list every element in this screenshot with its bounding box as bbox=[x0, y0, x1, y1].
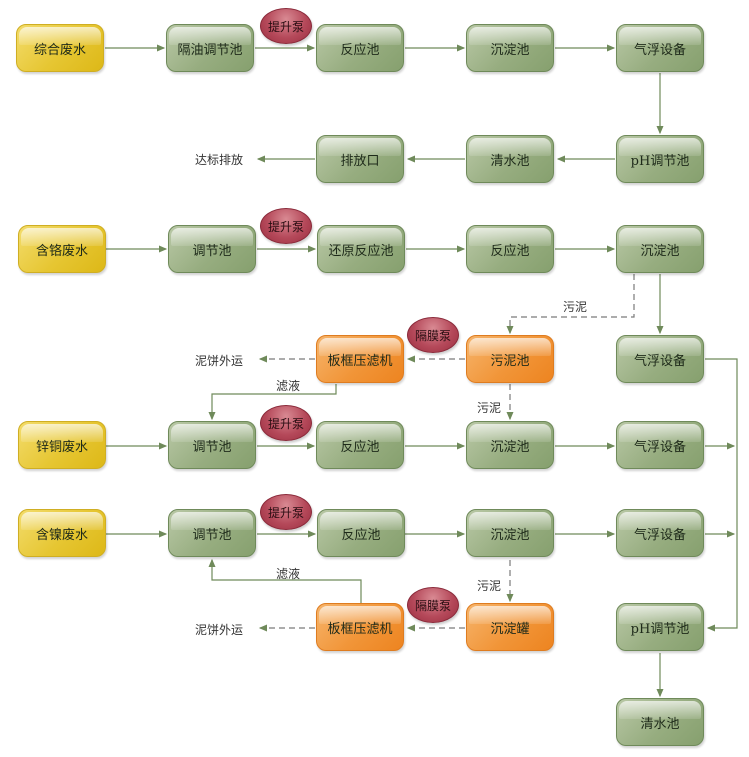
node-equalization-tank: 调节池 bbox=[168, 225, 256, 273]
node-label: 锌铜废水 bbox=[35, 439, 88, 455]
node-label: 沉淀池 bbox=[490, 527, 530, 543]
diaphragm-pump: 隔膜泵 bbox=[407, 317, 459, 353]
node-label: 调节池 bbox=[192, 243, 232, 259]
lift-pump: 提升泵 bbox=[260, 8, 312, 44]
node-label: 沉淀池 bbox=[640, 243, 680, 259]
node-label: 气浮设备 bbox=[633, 527, 686, 543]
node-label: 反应池 bbox=[341, 527, 381, 543]
node-reaction-tank: 反应池 bbox=[316, 24, 404, 72]
node-reaction-tank: 反应池 bbox=[316, 421, 404, 469]
node-clear-water-tank: 清水池 bbox=[616, 698, 704, 746]
node-clear-water-tank: 清水池 bbox=[466, 135, 554, 183]
node-equalization-tank: 调节池 bbox=[168, 421, 256, 469]
node-reaction-tank: 反应池 bbox=[466, 225, 554, 273]
node-label: 沉淀池 bbox=[490, 439, 530, 455]
label-sludge: 污泥 bbox=[563, 300, 588, 314]
node-air-flotation: 气浮设备 bbox=[616, 24, 704, 72]
node-sludge-tank: 污泥池 bbox=[466, 335, 554, 383]
node-reduction-tank: 还原反应池 bbox=[317, 225, 405, 273]
node-label: 反应池 bbox=[340, 439, 380, 455]
node-air-flotation: 气浮设备 bbox=[616, 421, 704, 469]
lift-pump: 提升泵 bbox=[260, 494, 312, 530]
node-label: 清水池 bbox=[490, 153, 530, 169]
node-label: pH调节池 bbox=[630, 153, 690, 169]
label-sludge-cake-export: 泥饼外运 bbox=[195, 623, 244, 637]
node-label: 板框压滤机 bbox=[327, 621, 393, 637]
node-label: 含铬废水 bbox=[35, 243, 88, 259]
node-filter-press: 板框压滤机 bbox=[316, 335, 404, 383]
node-filter-press: 板框压滤机 bbox=[316, 603, 404, 651]
source-mixed-wastewater: 综合废水 bbox=[16, 24, 104, 72]
node-label: 隔油调节池 bbox=[177, 42, 243, 58]
pump-label: 提升泵 bbox=[267, 19, 304, 34]
node-air-flotation: 气浮设备 bbox=[616, 509, 704, 557]
node-label: 污泥池 bbox=[490, 353, 530, 369]
node-label: 沉淀池 bbox=[490, 42, 530, 58]
node-label: 气浮设备 bbox=[633, 439, 686, 455]
node-label: 还原反应池 bbox=[328, 243, 394, 259]
node-sedimentation-tank: 沉淀池 bbox=[466, 24, 554, 72]
node-label: 板框压滤机 bbox=[327, 353, 393, 369]
pump-label: 提升泵 bbox=[267, 416, 304, 431]
lift-pump: 提升泵 bbox=[260, 405, 312, 441]
pump-label: 提升泵 bbox=[267, 219, 304, 234]
node-settling-tank: 沉淀罐 bbox=[466, 603, 554, 651]
node-oil-separation-tank: 隔油调节池 bbox=[166, 24, 254, 72]
label-filtrate: 滤液 bbox=[276, 379, 301, 393]
node-reaction-tank: 反应池 bbox=[317, 509, 405, 557]
node-sedimentation-tank: 沉淀池 bbox=[616, 225, 704, 273]
label-sludge: 污泥 bbox=[477, 579, 502, 593]
pump-label: 提升泵 bbox=[267, 505, 304, 520]
pump-label: 隔膜泵 bbox=[414, 598, 451, 613]
source-zinc-copper-wastewater: 锌铜废水 bbox=[18, 421, 106, 469]
node-discharge-outlet: 排放口 bbox=[316, 135, 404, 183]
node-label: 反应池 bbox=[340, 42, 380, 58]
node-label: 气浮设备 bbox=[633, 353, 686, 369]
node-label: 调节池 bbox=[192, 439, 232, 455]
node-air-flotation: 气浮设备 bbox=[616, 335, 704, 383]
source-chromium-wastewater: 含铬废水 bbox=[18, 225, 106, 273]
node-sedimentation-tank: 沉淀池 bbox=[466, 509, 554, 557]
node-label: pH调节池 bbox=[630, 621, 690, 637]
node-sedimentation-tank: 沉淀池 bbox=[466, 421, 554, 469]
node-label: 反应池 bbox=[490, 243, 530, 259]
node-equalization-tank: 调节池 bbox=[168, 509, 256, 557]
label-sludge-cake-export: 泥饼外运 bbox=[195, 354, 244, 368]
pump-label: 隔膜泵 bbox=[414, 328, 451, 343]
source-nickel-wastewater: 含镍废水 bbox=[18, 509, 106, 557]
node-label: 气浮设备 bbox=[633, 42, 686, 58]
label-filtrate: 滤液 bbox=[276, 567, 301, 581]
node-ph-adjust-tank: pH调节池 bbox=[616, 135, 704, 183]
lift-pump: 提升泵 bbox=[260, 208, 312, 244]
node-label: 沉淀罐 bbox=[490, 621, 530, 637]
label-sludge: 污泥 bbox=[477, 401, 502, 415]
node-label: 综合废水 bbox=[33, 42, 86, 58]
node-label: 调节池 bbox=[192, 527, 232, 543]
node-label: 排放口 bbox=[340, 153, 380, 169]
node-label: 含镍废水 bbox=[35, 527, 88, 543]
node-ph-adjust-tank: pH调节池 bbox=[616, 603, 704, 651]
label-compliant-discharge: 达标排放 bbox=[195, 153, 244, 167]
diaphragm-pump: 隔膜泵 bbox=[407, 587, 459, 623]
node-label: 清水池 bbox=[640, 716, 680, 732]
